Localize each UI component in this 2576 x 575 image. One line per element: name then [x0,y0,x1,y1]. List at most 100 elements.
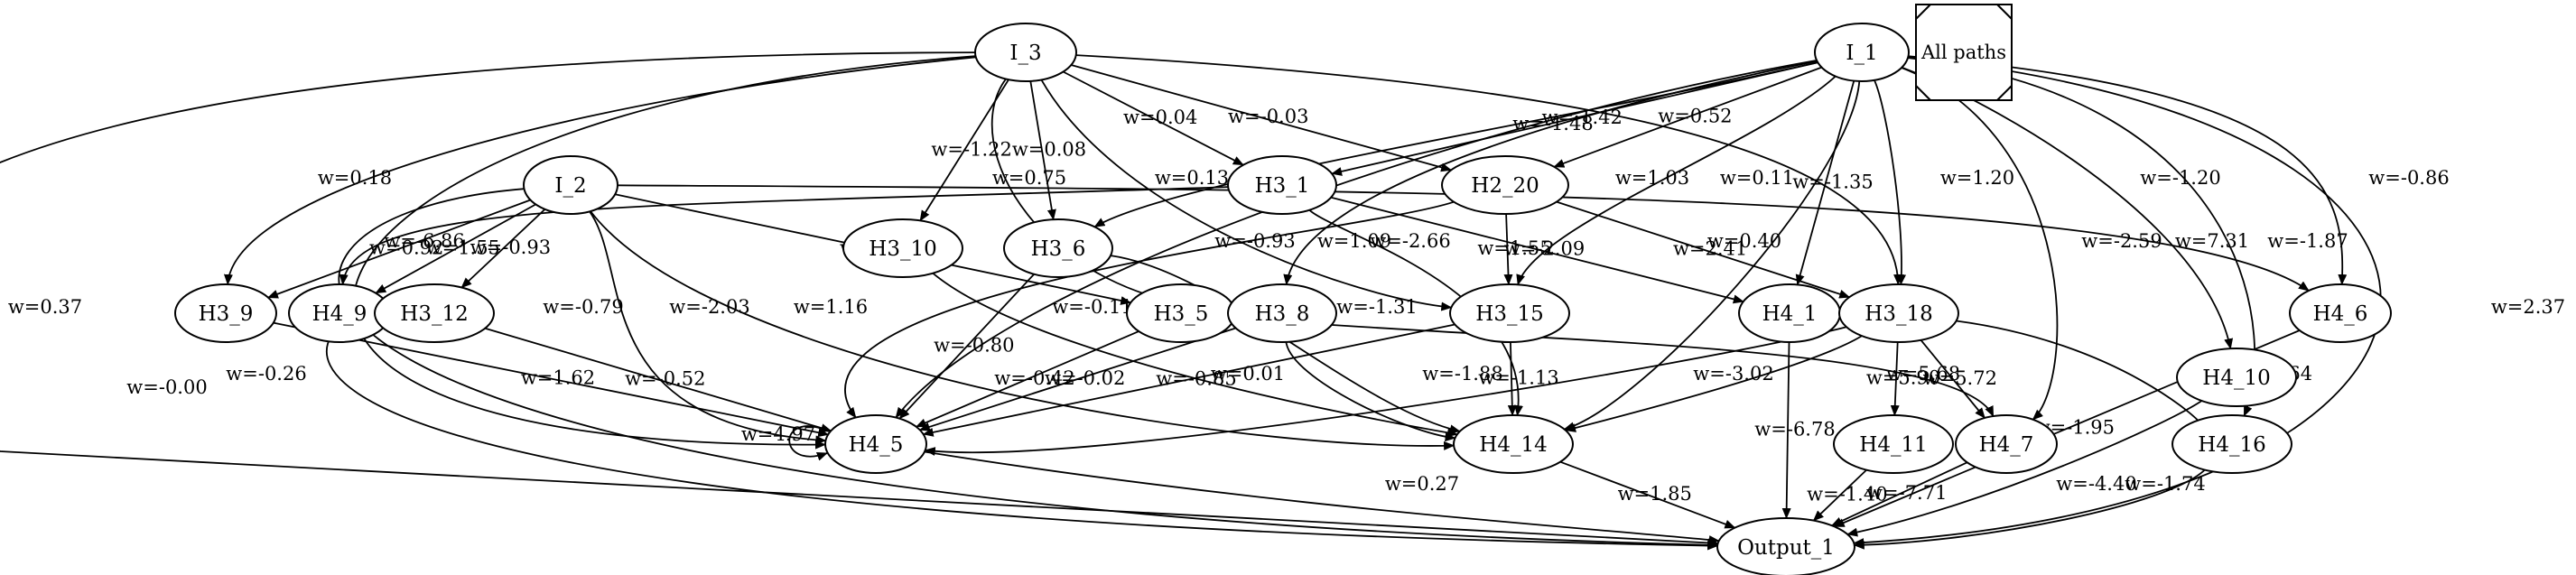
node-h3-8: H3_8 [1227,283,1337,343]
edge-I_2-to-H3_12: w=-0.93 [460,209,551,289]
edge-weight-label: w=1.85 [1618,483,1692,505]
edge-line [1781,341,1791,519]
node-shape [2171,414,2292,474]
node-h4-9: H4_9 [288,283,391,343]
node-shape [1227,155,1337,215]
edge-I_3-to-H4_5: w=-0.00 [126,55,976,450]
edge-line [1331,61,1818,176]
edge-H3_9-to-H4_5: w=1.62 [273,321,830,438]
node-label: H4_10 [2202,366,2270,390]
edge-line [898,274,1035,420]
edge-line [1075,54,1903,285]
node-h4-10: H4_10 [2176,348,2297,407]
node-label: I_3 [1009,42,1041,65]
edge-weight-label: w=5.72 [1923,367,1997,389]
edge-H3_18-to-H4_11: w=5.90 [1866,341,1940,416]
node-h3-12: H3_12 [374,283,495,343]
edge-weight-label: w=1.55 [426,237,500,259]
edge-line [0,51,1719,548]
edge-weight-label: w=-6.78 [1754,418,1835,440]
edge-I_3-to-H3_9: w=0.18 [223,56,976,285]
edge-line [1093,61,1818,228]
legend-box: All paths [1915,4,2013,101]
edge-H3_6-to-H4_14: w=-1.31 [1110,255,1461,434]
edge-weight-label: w=-1.31 [1336,296,1417,318]
node-h3-15: H3_15 [1449,283,1570,343]
edge-weight-label: w=-0.85 [1156,367,1236,389]
edge-weight-label: w=2.41 [1673,237,1747,259]
node-label: H3_9 [199,302,254,326]
node-label: H4_9 [312,302,367,326]
node-i-2: I_2 [523,155,618,215]
edge-line [273,321,830,438]
edge-line [895,60,1818,419]
edge-I_3-to-H3_10: w=-1.22 [919,79,1012,222]
edge-weight-label: w=0.18 [318,167,392,189]
edge-I_1-to-H4_14: w=0.40 [1563,80,1861,431]
edge-weight-label: w=-0.03 [1228,106,1308,127]
node-shape [1227,283,1337,343]
edge-I_1-to-H4_1: w=-1.35 [1792,80,1874,286]
edge-line [1234,317,1995,418]
edge-I_3-to-H2_20: w=-0.03 [1071,64,1453,172]
node-shape [1003,218,1113,278]
node-label: H2_20 [1471,174,1539,198]
edge-line [1812,468,1867,522]
node-label: H4_6 [2313,302,2368,326]
edge-line [617,184,2310,292]
node-h4-5: H4_5 [824,414,927,474]
node-h4-1: H4_1 [1738,283,1841,343]
node-shape [824,414,927,474]
edge-line [922,323,1455,437]
edge-weight-label: w=0.04 [1123,107,1197,128]
node-shape [842,218,963,278]
node-label: H4_16 [2198,433,2265,457]
node-label: H4_11 [1859,433,1927,457]
edge-line [375,203,536,294]
edge-I_2-to-H4_14: w=1.16 [590,210,1455,450]
edge-line [1830,461,1967,527]
edge-H3_10-to-H4_14: w=-0.11 [932,273,1458,438]
edge-I_1-to-H3_15: w=1.03 [1516,75,1837,286]
edge-weight-label: w=1.03 [1615,167,1689,189]
edge-I_1-to-H4_10: w=-1.20 [1901,66,2234,350]
node-output-1: Output_1 [1716,517,1855,575]
edge-weight-label: w=5.90 [1866,367,1940,389]
edge-weight-label: w=0.52 [1658,106,1732,127]
edge-H4_14-to-Output_1: w=1.85 [1559,460,1736,529]
node-shape [1716,517,1855,575]
edge-line [1110,255,1461,434]
edge-H3_18-to-H4_14: w=-3.02 [1565,335,1863,432]
edge-I_3-to-H3_1: w=0.04 [1063,70,1244,166]
edge-line [352,55,976,450]
edge-line [485,327,832,432]
edge-H4_16-to-Output_1: w=-4.40 [1853,468,2206,550]
node-label: H3_6 [1031,237,1086,261]
edge-weight-label: w=-1.87 [2267,230,2348,252]
edge-weight-label: w=2.37 [2491,296,2565,318]
node-h3-5: H3_5 [1126,283,1236,343]
edge-weight-label: w=0.08 [1012,138,1086,160]
node-label: I_1 [1846,42,1877,65]
edge-weight-label: w=-1.22 [931,138,1011,160]
node-shape [2176,348,2297,407]
edge-weight-label: w=1.16 [794,296,868,318]
edge-H3_18-to-H4_5: w=-1.88 [924,326,1847,456]
edge-weight-label: w=-6.86 [384,230,464,252]
node-i-3: I_3 [974,23,1077,82]
node-h4-11: H4_11 [1833,414,1954,474]
edge-line [1029,80,1056,221]
node-h3-6: H3_6 [1003,218,1113,278]
edge-line [924,450,1720,545]
edge-I_2-to-H3_9: w=0.92 [266,199,531,299]
node-shape [974,23,1077,82]
edge-H4_7-to-Output_1: w=-7.71 [1830,461,1967,527]
edge-H2_20-to-H3_18: w=2.41 [1556,200,1851,299]
edge-H4_11-to-Output_1: w=-1.40 [1807,468,1888,522]
edge-line [1956,320,2209,431]
edge-weight-label: w=1.20 [1940,167,2014,189]
edge-weight-label: w=-0.52 [625,367,705,389]
edge-weight-label: w=-0.00 [126,376,207,398]
edge-weight-label: w=-0.93 [470,236,551,258]
edge-line [1507,341,1517,416]
